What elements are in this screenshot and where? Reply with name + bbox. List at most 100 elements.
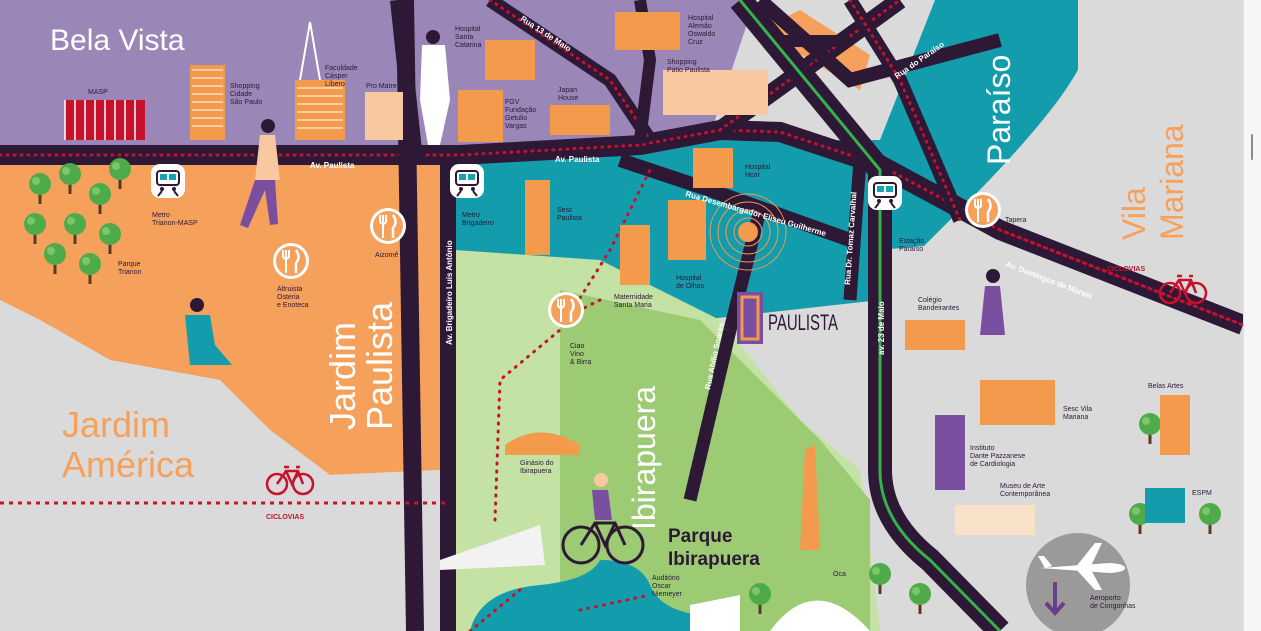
place-label: Vargas <box>505 123 527 130</box>
place-label: Santa Maria <box>614 302 652 309</box>
place-label: Paraíso <box>899 246 923 253</box>
place-label: Mariana <box>1063 414 1088 421</box>
place-label: Aeroporto <box>1090 595 1121 602</box>
place-label: FGV <box>505 99 520 106</box>
place-label: Shopping <box>230 83 260 90</box>
place-label: House <box>558 95 578 102</box>
place-label: Auditório <box>652 575 680 582</box>
place-label: de Congonhas <box>1090 603 1136 610</box>
place-label: Hospital <box>455 26 481 33</box>
place-label: Instituto <box>970 445 995 452</box>
vertical-scrollbar[interactable] <box>1243 0 1261 631</box>
place-label: Pro Matre <box>366 83 397 90</box>
place-label: Sesc <box>557 207 573 214</box>
train-icon[interactable] <box>867 175 903 211</box>
place-label: Colégio <box>918 297 942 304</box>
place-label: Museu de Arte <box>1000 483 1045 490</box>
place-label: MASP <box>88 89 108 96</box>
street-label: Av. Paulista <box>555 155 600 164</box>
place-label: Metro <box>462 212 480 219</box>
place-label: Dante Pazzanese <box>970 453 1025 460</box>
place-label: ESPM <box>1192 490 1212 497</box>
fork-knife-icon[interactable] <box>546 290 586 330</box>
place-label: e Enoteca <box>277 302 309 309</box>
place-label: Maternidade <box>614 294 653 301</box>
place-label: Getulio <box>505 115 527 122</box>
place-label: Cásper <box>325 73 348 80</box>
place-label: Sesc Vila <box>1063 406 1092 413</box>
place-label: Hospital <box>745 164 771 171</box>
district-label-vila-mariana: Mariana <box>1154 124 1190 240</box>
district-label-jardim-paulista: Jardim <box>322 322 363 430</box>
place-label: Cidade <box>230 91 252 98</box>
legend-ciclovias: CICLOVIAS <box>266 514 304 521</box>
place-label-parque-ibirapuera: Parque <box>668 526 732 547</box>
place-label: Japan <box>558 87 577 94</box>
place-label: Tapera <box>1005 217 1027 224</box>
paulista-logo <box>737 292 763 344</box>
street-label: av. 23 de Maio <box>877 301 886 355</box>
place-label: Shopping <box>667 59 697 66</box>
place-label: Catarina <box>455 42 482 49</box>
place-label: São Paulo <box>230 99 262 106</box>
place-label: de Cardiologia <box>970 461 1015 468</box>
bicycle-icon <box>561 521 645 565</box>
fork-knife-icon[interactable] <box>271 241 311 281</box>
hcor-rings <box>709 193 787 271</box>
place-label: Ginásio do <box>520 460 554 467</box>
airport-disc <box>1026 533 1130 631</box>
place-label: Oca <box>833 571 846 578</box>
airplane-icon <box>1038 543 1125 590</box>
place-label: Hospital <box>676 275 702 282</box>
place-label: Trianon-MASP <box>152 220 198 227</box>
place-label: Alemão <box>688 23 712 30</box>
place-label: Metro <box>152 212 170 219</box>
scrollbar-thumb[interactable] <box>1251 134 1253 160</box>
place-label: Ibirapuera <box>520 468 552 475</box>
place-label: Santa <box>455 34 473 41</box>
street-label: Av. Paulista <box>310 161 355 170</box>
district-label-ibirapuera: Ibirapuera <box>626 386 662 530</box>
place-label: Brigadeiro <box>462 220 494 227</box>
train-icon[interactable] <box>150 163 186 199</box>
district-label-jardim-america: Jardim <box>62 404 170 445</box>
place-label: Osteria <box>277 294 300 301</box>
place-label: Contemporânea <box>1000 491 1050 498</box>
fork-knife-icon[interactable] <box>368 206 408 246</box>
place-label: Estação <box>899 238 924 245</box>
district-label-bela-vista: Bela Vista <box>50 24 185 57</box>
district-label-paraiso: Paraíso <box>981 55 1017 165</box>
place-label: Ciao <box>570 343 585 350</box>
arrow-down-icon <box>1044 582 1066 616</box>
place-label: Cruz <box>688 39 703 46</box>
place-label: Altruista <box>277 286 302 293</box>
fork-knife-icon[interactable] <box>963 190 1003 230</box>
district-label-jardim-america: América <box>62 444 195 485</box>
place-label: & Birra <box>570 359 592 366</box>
street-label: Av. Brigadeiro Luís Antônio <box>445 240 454 345</box>
place-label: Bandeirantes <box>918 305 960 312</box>
legend-ciclovias: CICLOVIAS <box>1107 266 1145 273</box>
person-icon <box>185 30 1005 520</box>
place-label: Pátio Paulista <box>667 67 710 74</box>
place-label: Trianon <box>118 269 142 276</box>
place-label: de Olhos <box>676 283 705 290</box>
place-label: Hcor <box>745 172 760 179</box>
place-label: Faculdade <box>325 65 358 72</box>
place-label: Centro <box>810 52 831 59</box>
place-label: Oscar <box>652 583 671 590</box>
place-label: Aizomê <box>375 252 398 259</box>
place-label-parque-ibirapuera: Ibirapuera <box>668 549 760 570</box>
place-label: Parque <box>118 261 141 268</box>
train-icon[interactable] <box>449 163 485 199</box>
place-label: Vino <box>570 351 584 358</box>
place-label: Niemeyer <box>652 591 683 598</box>
place-label: Paulista <box>557 215 582 222</box>
paulista-logo-text: PAULISTA <box>768 310 838 335</box>
place-label: Hospital <box>688 15 714 22</box>
district-label-vila-mariana: Vila <box>1116 187 1152 240</box>
place-label: Fundação <box>505 107 536 114</box>
building-icon <box>64 12 1190 631</box>
place-label: Belas Artes <box>1148 383 1184 390</box>
